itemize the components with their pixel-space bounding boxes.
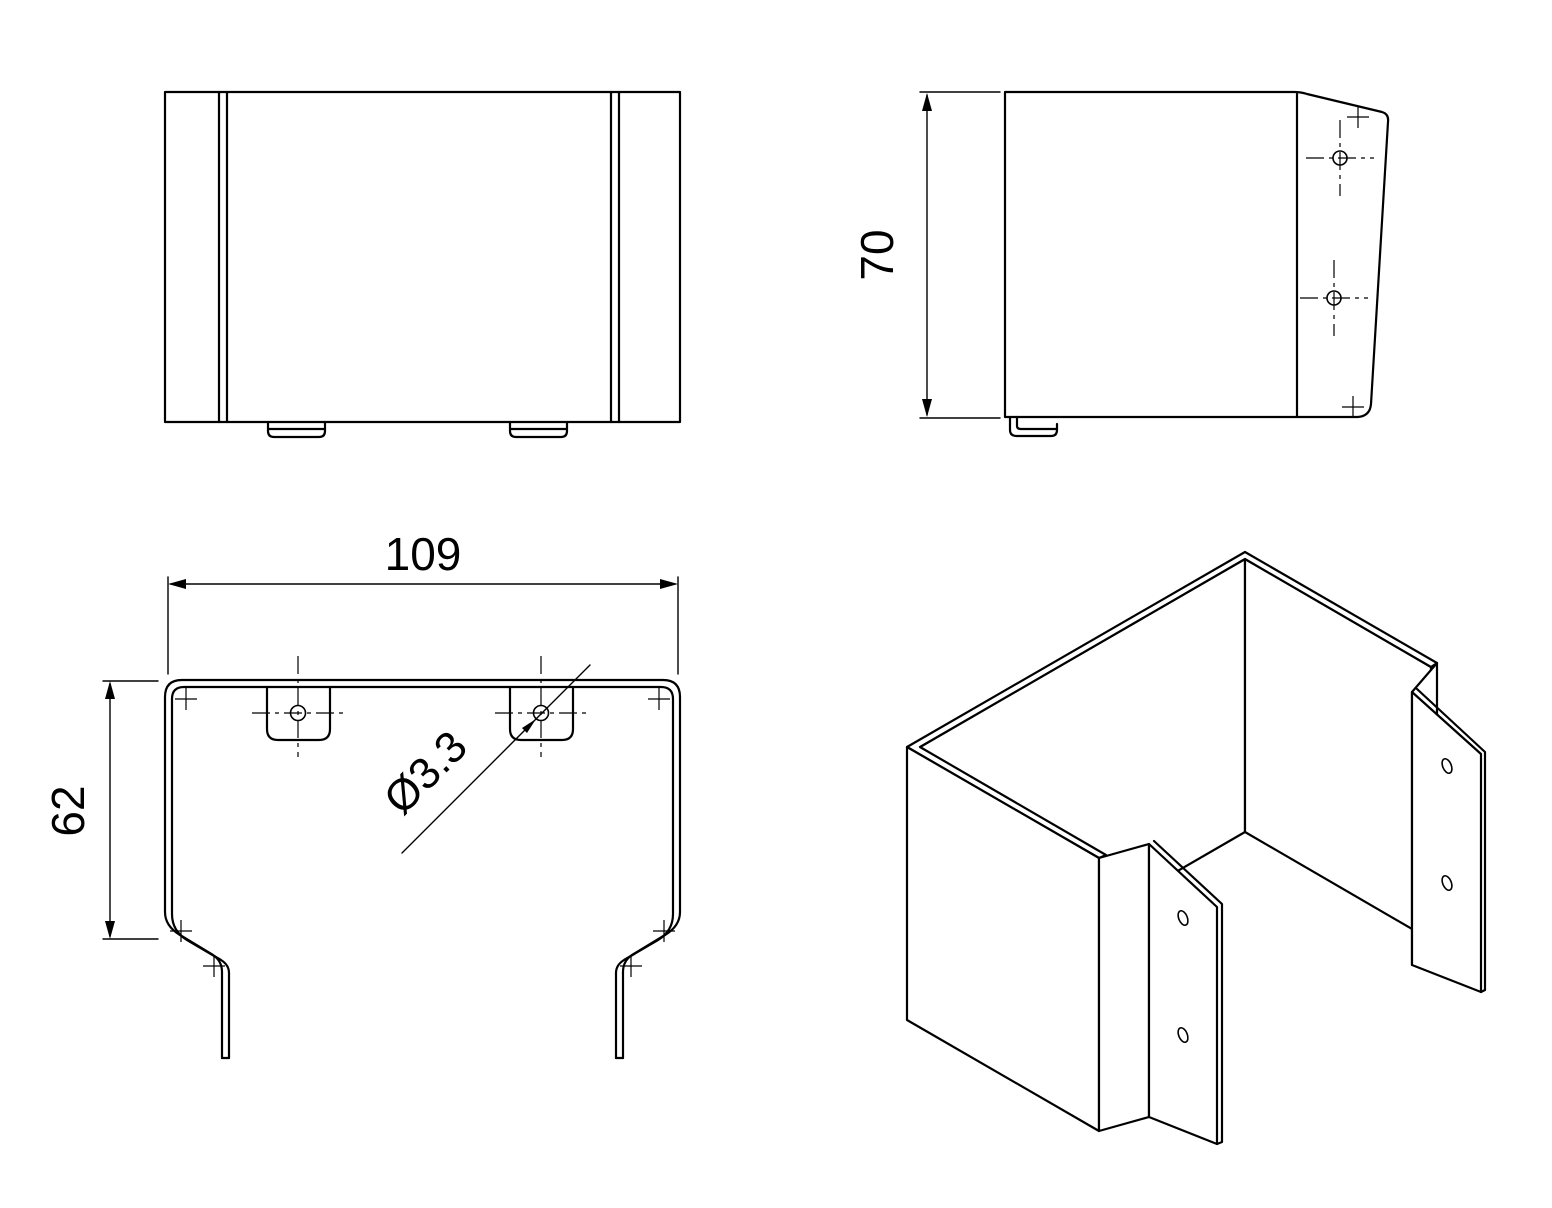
tab-outline [265,685,332,742]
iso-top-rim-band [905,550,1439,860]
depth-dimension-label: 62 [42,785,94,836]
side-view: 70 [851,90,1390,438]
width-dimension: 109 [167,528,679,675]
top-outline-outer [163,678,682,1060]
iso-left-jog [1097,842,1151,1133]
centermark-bottom [1342,396,1364,418]
width-arrow-left [168,579,186,589]
iso-right-flange-hole-upper [1441,757,1453,775]
iso-right-wall-inner-face [1243,557,1433,942]
top-tab-left [252,656,345,757]
depth-dimension: 62 [42,680,159,940]
front-bottom-tab-left [266,420,327,439]
iso-right-flange-thickness-edge [1415,687,1487,994]
height-dimension-label: 70 [851,229,903,280]
callout-arrowhead [522,719,536,733]
height-dimension: 70 [851,91,1001,419]
corner-centermarks [170,688,675,977]
front-bottom-tab-right [508,420,569,439]
top-view: 109 62 Ø3.3 [42,528,682,1060]
depth-extension-lines [102,680,159,940]
height-arrow-bottom [922,399,932,417]
front-view [163,90,682,439]
iso-right-flange [1410,690,1483,994]
front-right-flange-edge [609,90,621,424]
depth-arrow-top [105,681,115,699]
iso-right-flange-hole-lower [1441,874,1453,892]
front-left-flange-edge [217,90,229,424]
width-dimension-label: 109 [385,528,462,580]
depth-arrow-bottom [105,921,115,939]
top-tab-right [495,656,588,757]
centermark-top [1347,106,1369,128]
hole-diameter-callout: Ø3.3 [375,664,591,854]
side-bottom-hook [1008,415,1059,438]
isometric-view [905,550,1487,1146]
iso-left-flange-hole-lower [1177,1026,1189,1044]
callout-leader-line [401,664,591,854]
top-outline-inner [170,685,675,1060]
iso-left-flange-hole-upper [1177,909,1189,927]
iso-left-flange-thickness-edge [1152,839,1224,1146]
width-extension-lines [167,576,679,675]
front-outline [163,90,682,424]
width-arrow-right [660,579,678,589]
side-hole-lower [1300,260,1368,336]
tab-outline [508,685,575,742]
height-extension-lines [919,91,1001,419]
hole-diameter-label: Ø3.3 [375,722,477,824]
side-outline [1003,90,1390,419]
side-hole-upper [1306,120,1374,196]
height-arrow-top [922,93,932,111]
